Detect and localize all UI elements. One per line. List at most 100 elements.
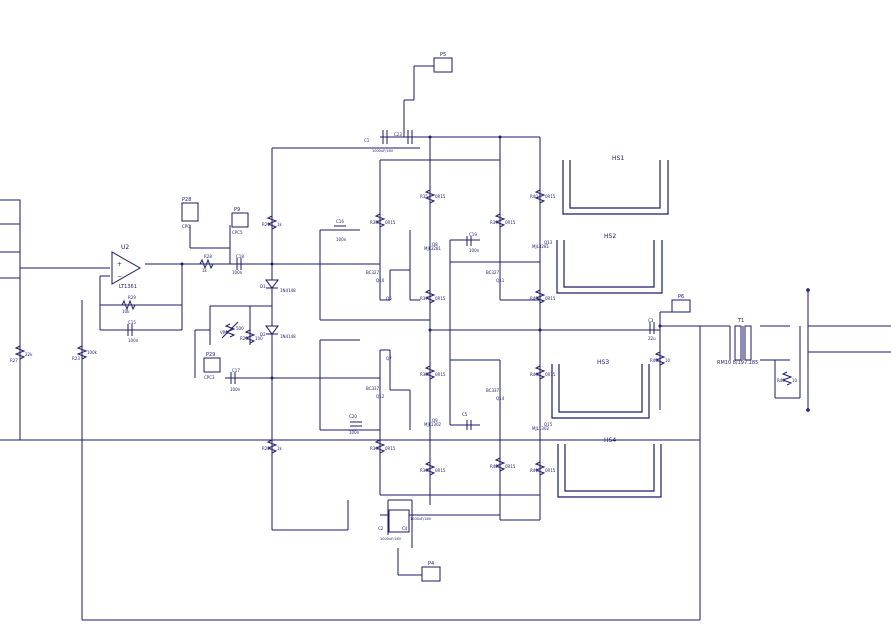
transistor-q8-ref: Q8 [432, 242, 438, 247]
resistor-r39-value: 0R15 [505, 220, 516, 225]
resistor-r46-value: 10 [792, 378, 798, 383]
cap-c15-value: 100n [128, 338, 139, 343]
resistor-r37 [424, 289, 436, 304]
cap-c5-label: C5 [462, 412, 468, 417]
resistor-r38-label: R38 [420, 372, 428, 377]
resistor-r29-value: 10k [122, 309, 130, 314]
resistor-r23-value: 100k [87, 350, 98, 355]
resistor-r44-label: R44 [530, 372, 538, 377]
junction-dot [180, 262, 184, 266]
resistor-r34 [374, 439, 386, 454]
port-p29-box [203, 357, 221, 373]
resistor-r38 [424, 365, 436, 380]
cap-c2-body [388, 509, 410, 533]
transistor-q6-ref: Q6 [386, 296, 392, 301]
port-p5-label: P5 [440, 52, 446, 58]
cap-c20-label: C20 [349, 414, 357, 419]
transformer-primary [734, 325, 742, 361]
resistor-r41 [534, 461, 546, 476]
port-p28-value: CPC [182, 224, 190, 229]
transistor-q11-part: BC327 [486, 270, 500, 275]
cap-c16-value: 100n [336, 237, 347, 242]
cap-c3-label: C3 [648, 318, 654, 323]
resistor-r35-label: R35 [420, 194, 428, 199]
heatsink-hs4-inner [564, 444, 655, 492]
transistor-q9-part: MJL1302 [424, 422, 441, 427]
port-p6-box [671, 299, 691, 313]
transistor-q12-part: BC337 [366, 386, 380, 391]
opamp-minus-sign: − [117, 273, 122, 280]
input-connector-outline [0, 199, 21, 279]
port-p4-label: P4 [428, 561, 434, 567]
resistor-r34-value: 0R15 [385, 446, 396, 451]
junction-dot [428, 135, 432, 139]
resistor-r37-label: R37 [420, 296, 428, 301]
cap-c16-label: C16 [336, 219, 344, 224]
resistor-r40-value: 0R15 [545, 194, 556, 199]
opamp-plus-sign: + [117, 261, 122, 268]
transistor-q13-ref: Q13 [544, 240, 553, 245]
resistor-r34-label: R34 [370, 446, 378, 451]
transistor-q15-ref: Q15 [544, 422, 553, 427]
junction-dot [538, 328, 542, 332]
resistor-r37-value: 0R15 [435, 296, 446, 301]
transistors: BC327 Q10 MJL3281 Q8 BC327 Q11 MJL3281 Q… [366, 232, 553, 434]
cap-c2-label: C2 [378, 526, 384, 531]
transformer-t1: T1 RM10 8/197.185 [717, 318, 758, 366]
resistor-r20 [244, 329, 256, 344]
resistor-r46 [781, 371, 793, 386]
diodes: D1 1N4148 D2 1N4148 [260, 279, 296, 339]
port-p9-value: CPC5 [232, 230, 243, 235]
heatsink-hs2-label: HS2 [604, 233, 616, 240]
cap-c4-value: 1000uF/16V [410, 517, 432, 521]
trimmer-vr1-arrow [221, 321, 239, 339]
capacitors: C1 1000uF/16V C23 C16 100n C19 100n C18 … [127, 130, 656, 541]
heatsink-hs4-label: HS4 [604, 437, 616, 444]
opamp-ref: U2 [121, 244, 129, 251]
port-p28-label: P28 [182, 197, 191, 203]
transformer-ref: T1 [737, 318, 744, 324]
resistor-r20-value: 100 [255, 336, 263, 341]
junction-dot [806, 408, 810, 412]
cap-c17-label: C17 [232, 368, 240, 373]
cap-c18-label: C18 [236, 254, 244, 259]
transistor-q12-ref: Q12 [376, 394, 385, 399]
cap-c4-label: C4 [402, 526, 408, 531]
heatsink-hs1 [562, 160, 669, 215]
resistor-r29-label: R29 [128, 295, 136, 300]
diode-d2-value: 1N4148 [280, 334, 296, 339]
trimmer-vr1-value: 500 [236, 326, 244, 331]
cap-c2-value: 1000uF/16V [380, 537, 402, 541]
resistor-r42-label: R42 [490, 464, 498, 469]
resistors: R21 1k R22 1k R28 1k R29 10k R27 22k R23… [10, 189, 798, 476]
transistor-q7-ref: Q7 [386, 356, 392, 361]
resistor-r43-label: R43 [530, 296, 538, 301]
resistor-r39 [494, 213, 506, 228]
resistor-r35 [424, 189, 436, 204]
transistor-q8-part: MJL3281 [424, 246, 441, 251]
resistor-r45 [654, 351, 666, 366]
resistor-r36-value: 0R15 [435, 468, 446, 473]
transistor-q14-ref: Q14 [496, 396, 505, 401]
cap-c23-label: C23 [394, 132, 402, 137]
transformer-secondary [744, 325, 752, 361]
cap-c15-label: C15 [128, 320, 136, 325]
resistor-r33-value: 0R15 [385, 220, 396, 225]
resistor-r41-value: 0R15 [545, 468, 556, 473]
resistor-r42-value: 0R15 [505, 464, 516, 469]
resistor-r42 [494, 457, 506, 472]
resistor-r33 [374, 213, 386, 228]
port-p9-label: P9 [234, 207, 240, 213]
heatsink-hs3 [551, 364, 650, 419]
transistor-q10-part: BC327 [366, 270, 380, 275]
diode-d1-value: 1N4148 [280, 288, 296, 293]
resistor-r22 [266, 439, 278, 454]
resistor-r36-label: R36 [420, 468, 428, 473]
resistor-r43 [534, 289, 546, 304]
resistor-r41-label: R41 [530, 468, 538, 473]
cap-c19-label: C19 [469, 232, 477, 237]
opamp-symbol [111, 251, 142, 285]
resistor-r22-label: R22 [262, 446, 270, 451]
resistor-r22-value: 1k [277, 446, 283, 451]
